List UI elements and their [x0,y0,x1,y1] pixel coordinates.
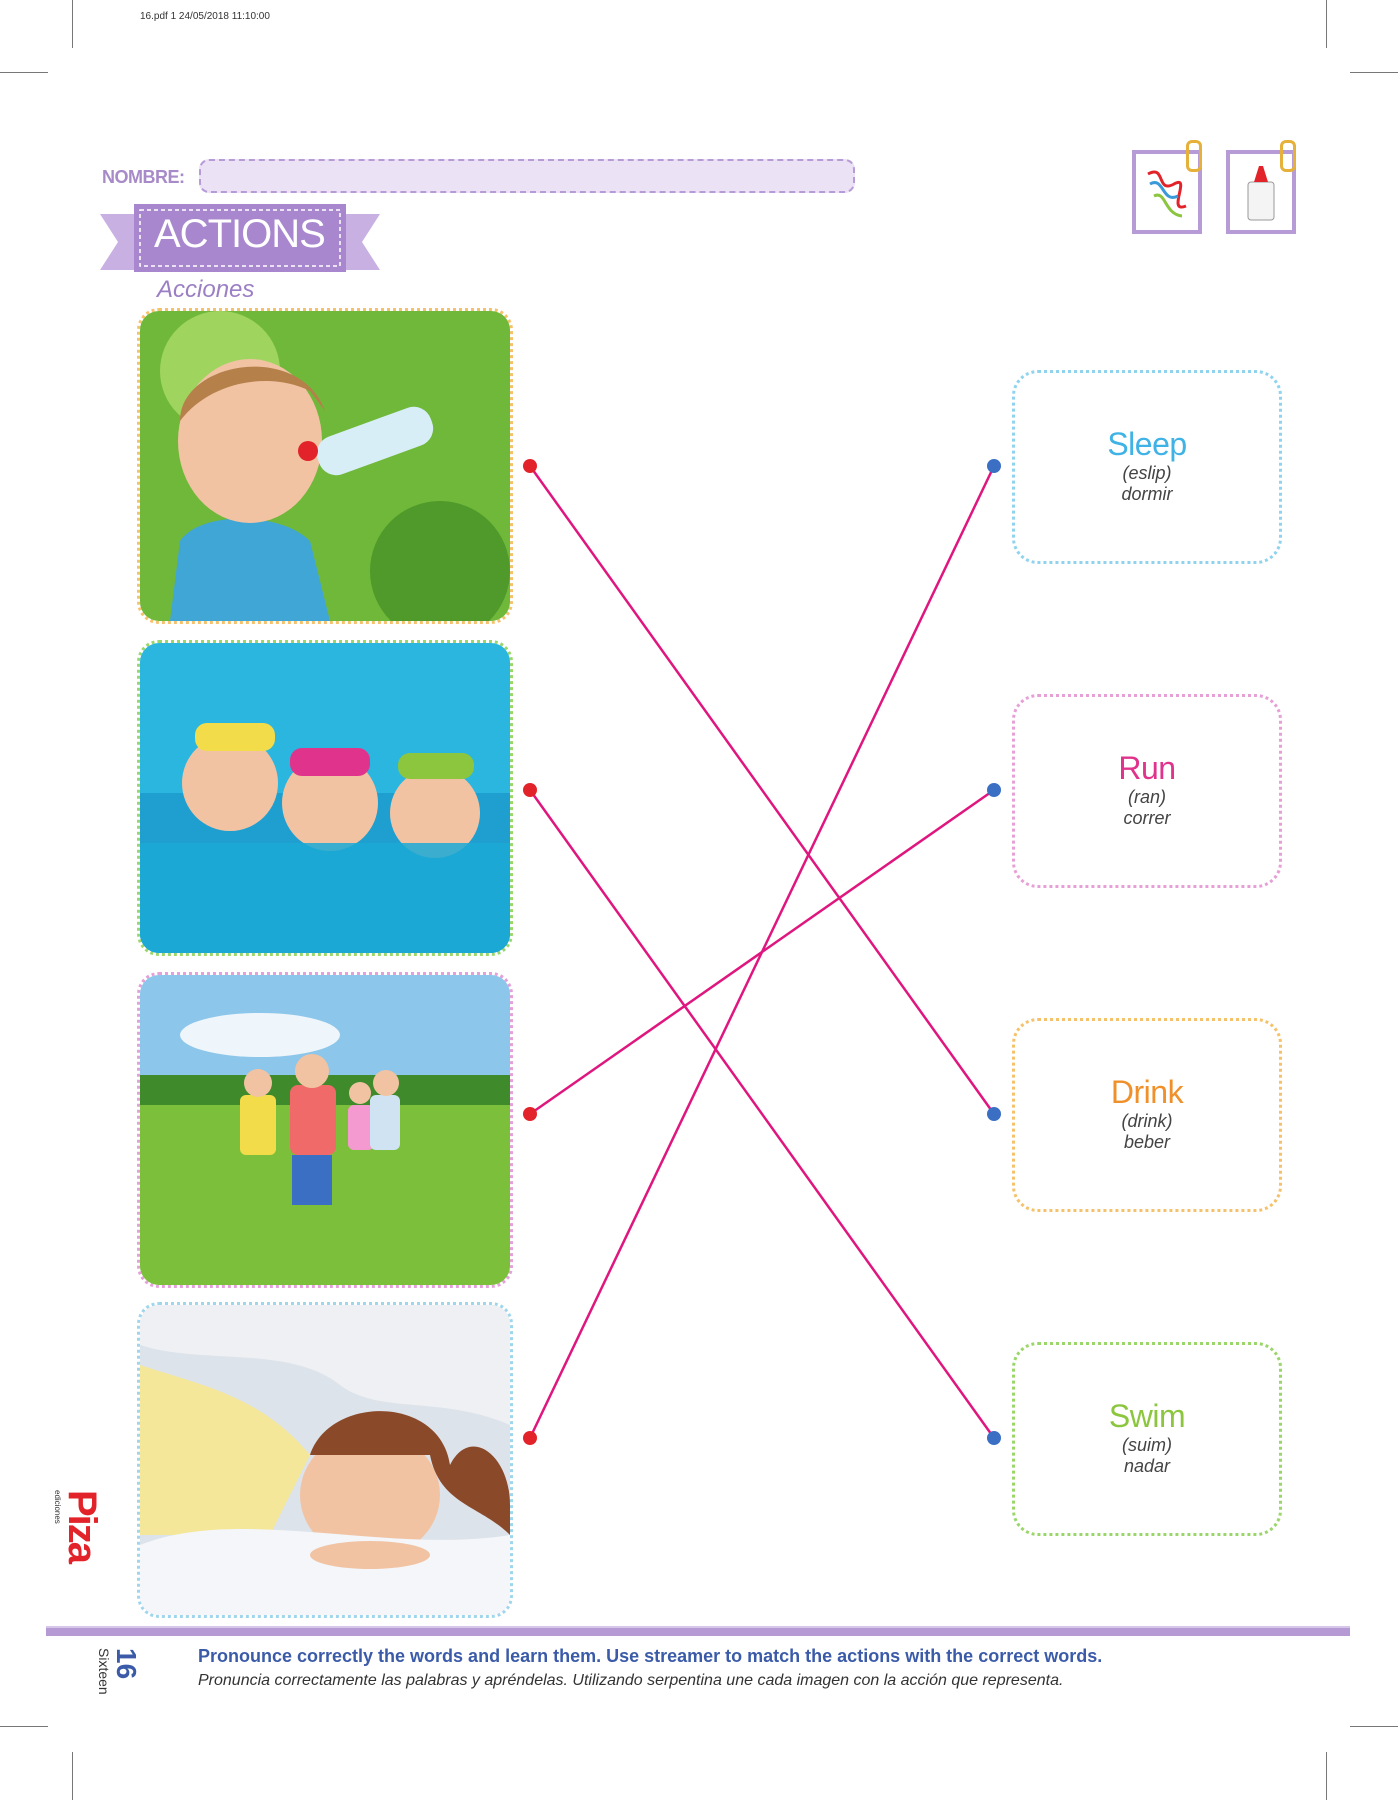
crop-mark [1326,1752,1327,1800]
page-title: ACTIONS [154,212,326,256]
children-swimming-photo [140,643,510,953]
card-word: Drink [1110,1074,1184,1110]
page-number: 16 [111,1648,142,1680]
crop-mark [72,1752,73,1800]
card-word: Run [1118,750,1176,786]
left-dot-drink[interactable] [523,459,537,473]
logo-text: Piza [60,1490,104,1563]
paperclip-icon [1186,140,1202,172]
instructions-spanish: Pronuncia correctamente las palabras y a… [198,1672,1064,1689]
right-dot-sleep[interactable] [987,459,1001,473]
card-pronunciation: (suim) [1122,1435,1172,1455]
crop-mark [72,0,73,48]
girl-sleeping-photo [140,1305,510,1615]
print-metadata: 16.pdf 1 24/05/2018 11:10:00 [140,11,270,22]
photo-sleep [137,1302,513,1618]
line-sleep [528,465,996,1439]
card-translation: dormir [1121,484,1173,504]
paperclip-icon [1280,140,1296,172]
page-subtitle: Acciones [157,276,255,303]
publisher-logo: Piza ediciones [53,1490,104,1563]
name-label: NOMBRE: [102,167,185,187]
line-drink [528,465,996,1115]
right-dot-drink[interactable] [987,1107,1001,1121]
card-translation: nadar [1123,1456,1171,1476]
photo-swim [137,640,513,956]
instructions-english: Pronounce correctly the words and learn … [198,1646,1103,1666]
crop-mark [0,1726,48,1727]
word-card-run: Run (ran) correr [1012,694,1282,888]
children-running-photo [140,975,510,1285]
word-card-drink: Drink (drink) beber [1012,1018,1282,1212]
footer-divider [46,1626,1350,1636]
line-swim [528,789,996,1439]
glue-icon [1226,150,1296,234]
right-dot-swim[interactable] [987,1431,1001,1445]
crop-mark [1350,72,1398,73]
card-pronunciation: (drink) [1121,1111,1173,1131]
crop-mark [0,72,48,73]
photo-drink [137,308,513,624]
card-translation: beber [1123,1132,1171,1152]
left-dot-run[interactable] [523,1107,537,1121]
photo-run [137,972,513,1288]
name-input[interactable] [199,159,855,193]
card-translation: correr [1123,808,1171,828]
left-dot-sleep[interactable] [523,1431,537,1445]
streamer-icon [1132,150,1202,234]
word-card-sleep: Sleep (eslip) dormir [1012,370,1282,564]
title-ribbon [100,204,380,272]
card-word: Swim [1108,1398,1186,1434]
page-number-word: Sixteen [96,1648,112,1695]
word-card-swim: Swim (suim) nadar [1012,1342,1282,1536]
right-dot-run[interactable] [987,783,1001,797]
boy-drinking-water-photo [140,311,510,621]
card-word: Sleep [1107,426,1187,462]
left-dot-swim[interactable] [523,783,537,797]
crop-mark [1350,1726,1398,1727]
card-pronunciation: (ran) [1127,787,1166,807]
crop-mark [1326,0,1327,48]
card-pronunciation: (eslip) [1122,463,1172,483]
